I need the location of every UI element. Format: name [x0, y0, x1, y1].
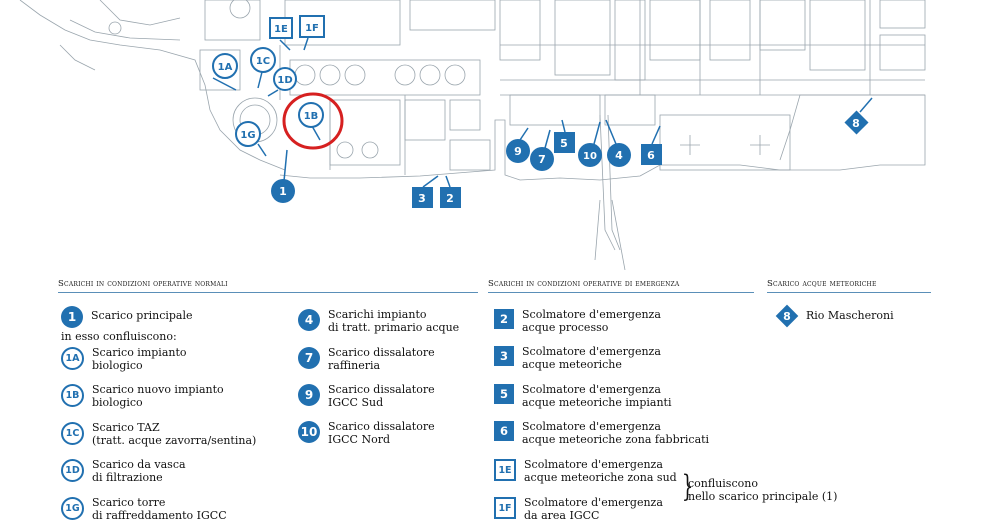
section-divider-meteoric	[767, 292, 931, 293]
legend-symbol-outline-circle: 1D	[61, 459, 84, 482]
map-marker-1C[interactable]: 1C	[250, 47, 276, 89]
svg-text:9: 9	[514, 145, 522, 158]
map-marker-1B[interactable]: 1B	[298, 102, 324, 141]
legend-item-5: 5 Scolmatore d'emergenza acque meteorich…	[494, 383, 672, 409]
map-marker-8[interactable]: 8	[844, 97, 873, 135]
svg-text:3: 3	[418, 192, 426, 205]
legend-item-6: 6 Scolmatore d'emergenza acque meteorich…	[494, 420, 710, 446]
site-map: 1A 1C 1D 1G 1B 1E 1F 1 3	[19, 0, 926, 270]
map-marker-6[interactable]: 6	[641, 125, 662, 165]
map-marker-4[interactable]: 4	[605, 119, 631, 167]
map-marker-9[interactable]: 9	[506, 127, 530, 163]
map-marker-1[interactable]: 1	[271, 149, 295, 203]
legend-text: Scarico impianto biologico	[92, 346, 187, 372]
legend-item-4: 4 Scarichi impianto di tratt. primario a…	[298, 308, 460, 334]
legend-item-1F: 1F Scolmatore d'emergenza da area IGCC	[494, 496, 663, 522]
legend-text: Scarico torre di raffreddamento IGCC	[92, 496, 227, 522]
map-marker-3[interactable]: 3	[412, 175, 439, 208]
legend-text: Scarico nuovo impianto biologico	[92, 383, 224, 409]
map-marker-1A[interactable]: 1A	[212, 53, 238, 91]
map-marker-10[interactable]: 10	[578, 121, 602, 167]
svg-text:1G: 1G	[240, 130, 255, 141]
legend-text: Scarichi impianto di tratt. primario acq…	[328, 308, 460, 334]
legend-item-1G: 1G Scarico torre di raffreddamento IGCC	[61, 496, 227, 522]
legend-text: Scarico principale	[91, 309, 193, 322]
legend-item-1B: 1B Scarico nuovo impianto biologico	[61, 383, 224, 409]
legend-symbol-outline-circle: 1A	[61, 347, 84, 370]
confluence-brace: }	[681, 469, 694, 504]
svg-text:1E: 1E	[274, 24, 288, 35]
legend-symbol-circle: 4	[298, 309, 320, 331]
svg-text:8: 8	[852, 117, 860, 130]
map-marker-5[interactable]: 5	[554, 119, 575, 153]
svg-text:1F: 1F	[305, 23, 319, 34]
legend-symbol-square: 6	[494, 421, 514, 441]
svg-text:5: 5	[560, 137, 568, 150]
legend-item-1A: 1A Scarico impianto biologico	[61, 346, 187, 372]
svg-text:10: 10	[583, 151, 597, 162]
svg-text:1A: 1A	[218, 62, 233, 73]
map-linework	[19, 0, 926, 270]
svg-text:2: 2	[446, 192, 454, 205]
svg-text:7: 7	[538, 153, 546, 166]
legend-item-1C: 1C Scarico TAZ (tratt. acque zavorra/sen…	[61, 421, 257, 447]
map-marker-1F[interactable]: 1F	[299, 15, 325, 51]
svg-text:1: 1	[279, 185, 287, 198]
legend-item-2: 2 Scolmatore d'emergenza acque processo	[494, 308, 661, 334]
confluence-text: confluiscono nello scarico principale (1…	[688, 477, 838, 503]
map-marker-1E[interactable]: 1E	[269, 17, 293, 51]
legend-item-1E: 1E Scolmatore d'emergenza acque meteoric…	[494, 458, 677, 484]
legend-text: Scarico TAZ (tratt. acque zavorra/sentin…	[92, 421, 257, 447]
legend-symbol-square: 2	[494, 309, 514, 329]
map-marker-1G[interactable]: 1G	[235, 121, 267, 157]
section-title-normal: Scarichi in condizioni operative normali	[58, 279, 228, 289]
legend-text: Scarico dissalatore raffineria	[328, 346, 435, 372]
legend-text: Scolmatore d'emergenza acque processo	[522, 308, 661, 334]
legend-symbol-outline-circle: 1B	[61, 384, 84, 407]
legend-item-10: 10 Scarico dissalatore IGCC Nord	[298, 420, 435, 446]
legend-symbol-circle: 7	[298, 347, 320, 369]
legend-symbol-outline-square: 1F	[494, 497, 516, 519]
map-marker-7[interactable]: 7	[530, 129, 554, 171]
legend-symbol-square: 5	[494, 384, 514, 404]
svg-text:1D: 1D	[277, 75, 292, 86]
map-marker-1D[interactable]: 1D	[267, 67, 297, 97]
legend-item-9: 9 Scarico dissalatore IGCC Sud	[298, 383, 435, 409]
svg-text:1C: 1C	[256, 56, 270, 67]
legend-item-7: 7 Scarico dissalatore raffineria	[298, 346, 435, 372]
legend-symbol-square: 3	[494, 346, 514, 366]
legend-text: Scarico da vasca di filtrazione	[92, 458, 186, 484]
legend-symbol-diamond: 8	[775, 304, 799, 328]
section-divider-emergency	[488, 292, 754, 293]
section-title-meteoric: Scarico acque meteoriche	[767, 279, 877, 289]
legend-symbol-circle: 1	[61, 306, 83, 328]
legend-item-3: 3 Scolmatore d'emergenza acque meteorich…	[494, 345, 661, 371]
legend-text: Rio Mascheroni	[806, 309, 894, 322]
legend-item-8: 8 Rio Mascheroni	[775, 304, 894, 328]
section-title-emergency: Scarichi in condizioni operative di emer…	[488, 279, 680, 289]
legend-text: Scolmatore d'emergenza acque meteoriche	[522, 345, 661, 371]
map-marker-2[interactable]: 2	[440, 175, 461, 208]
legend-text: Scolmatore d'emergenza acque meteoriche …	[522, 420, 710, 446]
legend-symbol-circle: 9	[298, 384, 320, 406]
svg-text:1B: 1B	[304, 111, 319, 122]
legend-item-1: 1 Scarico principale	[61, 306, 193, 328]
legend-symbol-circle: 10	[298, 421, 320, 443]
legend-symbol-outline-square: 1E	[494, 459, 516, 481]
legend-symbol-outline-circle: 1C	[61, 422, 84, 445]
legend-text: Scarico dissalatore IGCC Nord	[328, 420, 435, 446]
svg-text:6: 6	[647, 149, 655, 162]
legend-text: Scarico dissalatore IGCC Sud	[328, 383, 435, 409]
legend-symbol-outline-circle: 1G	[61, 497, 84, 520]
section-divider-normal	[58, 292, 478, 293]
svg-text:4: 4	[615, 149, 623, 162]
legend-note: in esso confluiscono:	[61, 330, 177, 343]
legend-text: Scolmatore d'emergenza acque meteoriche …	[522, 383, 672, 409]
legend-text: Scolmatore d'emergenza da area IGCC	[524, 496, 663, 522]
legend-text: Scolmatore d'emergenza acque meteoriche …	[524, 458, 677, 484]
legend-item-1D: 1D Scarico da vasca di filtrazione	[61, 458, 186, 484]
highlight-ring	[282, 92, 344, 150]
